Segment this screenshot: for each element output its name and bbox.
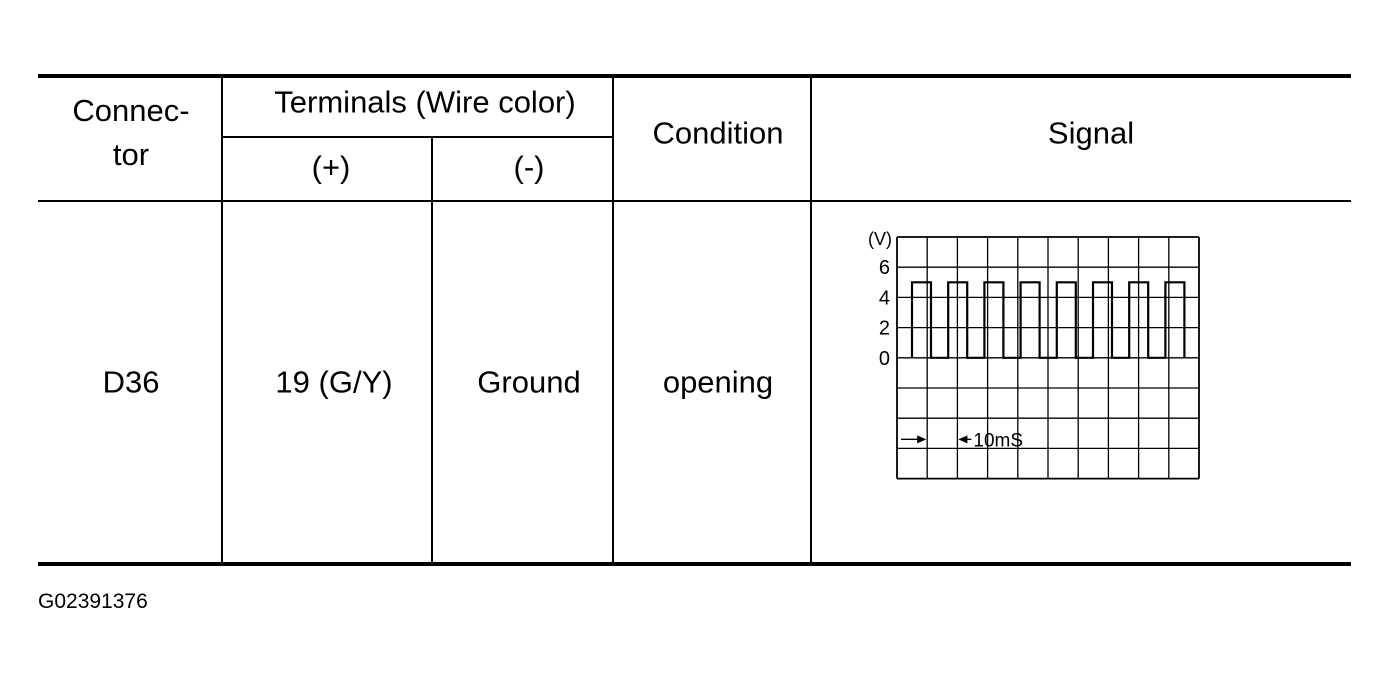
cell-condition: opening — [662, 364, 774, 400]
column-divider-terminals — [612, 76, 614, 564]
header-connector: Connec- tor — [72, 89, 189, 177]
y-axis-unit-label: (V) — [868, 229, 892, 249]
header-connector-line2: tor — [112, 137, 150, 172]
y-tick-label: 4 — [879, 287, 890, 309]
cell-minus-terminal: Ground — [477, 364, 581, 400]
table-top-border — [38, 74, 1351, 78]
y-tick-label: 0 — [879, 348, 890, 370]
header-minus: (-) — [513, 149, 545, 185]
cell-plus-terminal: 19 (G/Y) — [275, 364, 393, 400]
pulse-waveform — [910, 281, 1186, 359]
plot-y-ticks: (V) 6 4 2 0 — [868, 229, 892, 370]
table-bottom-border — [38, 562, 1351, 566]
y-tick-label: 2 — [879, 318, 890, 340]
header-signal: Signal — [1047, 115, 1135, 151]
column-divider-plus-minus — [431, 137, 433, 564]
column-divider-connector — [221, 76, 223, 564]
y-tick-label: 6 — [879, 257, 890, 279]
signal-waveform-plot: (V) 6 4 2 0 10mS — [868, 229, 1200, 480]
figure-code: G02391376 — [38, 590, 148, 613]
column-divider-condition — [810, 76, 812, 564]
header-bottom-border — [38, 200, 1351, 202]
time-scale-label: 10mS — [973, 430, 1023, 451]
header-plus: (+) — [311, 149, 351, 185]
time-arrow-right-head — [958, 435, 968, 444]
time-scale-marker: 10mS — [901, 430, 1023, 451]
header-connector-line1: Connec- — [72, 93, 190, 128]
cell-connector: D36 — [102, 364, 160, 400]
terminals-subheader-divider — [222, 136, 613, 138]
header-terminals: Terminals (Wire color) — [274, 84, 576, 120]
header-condition: Condition — [652, 115, 784, 151]
time-arrow-left-head — [917, 435, 927, 444]
